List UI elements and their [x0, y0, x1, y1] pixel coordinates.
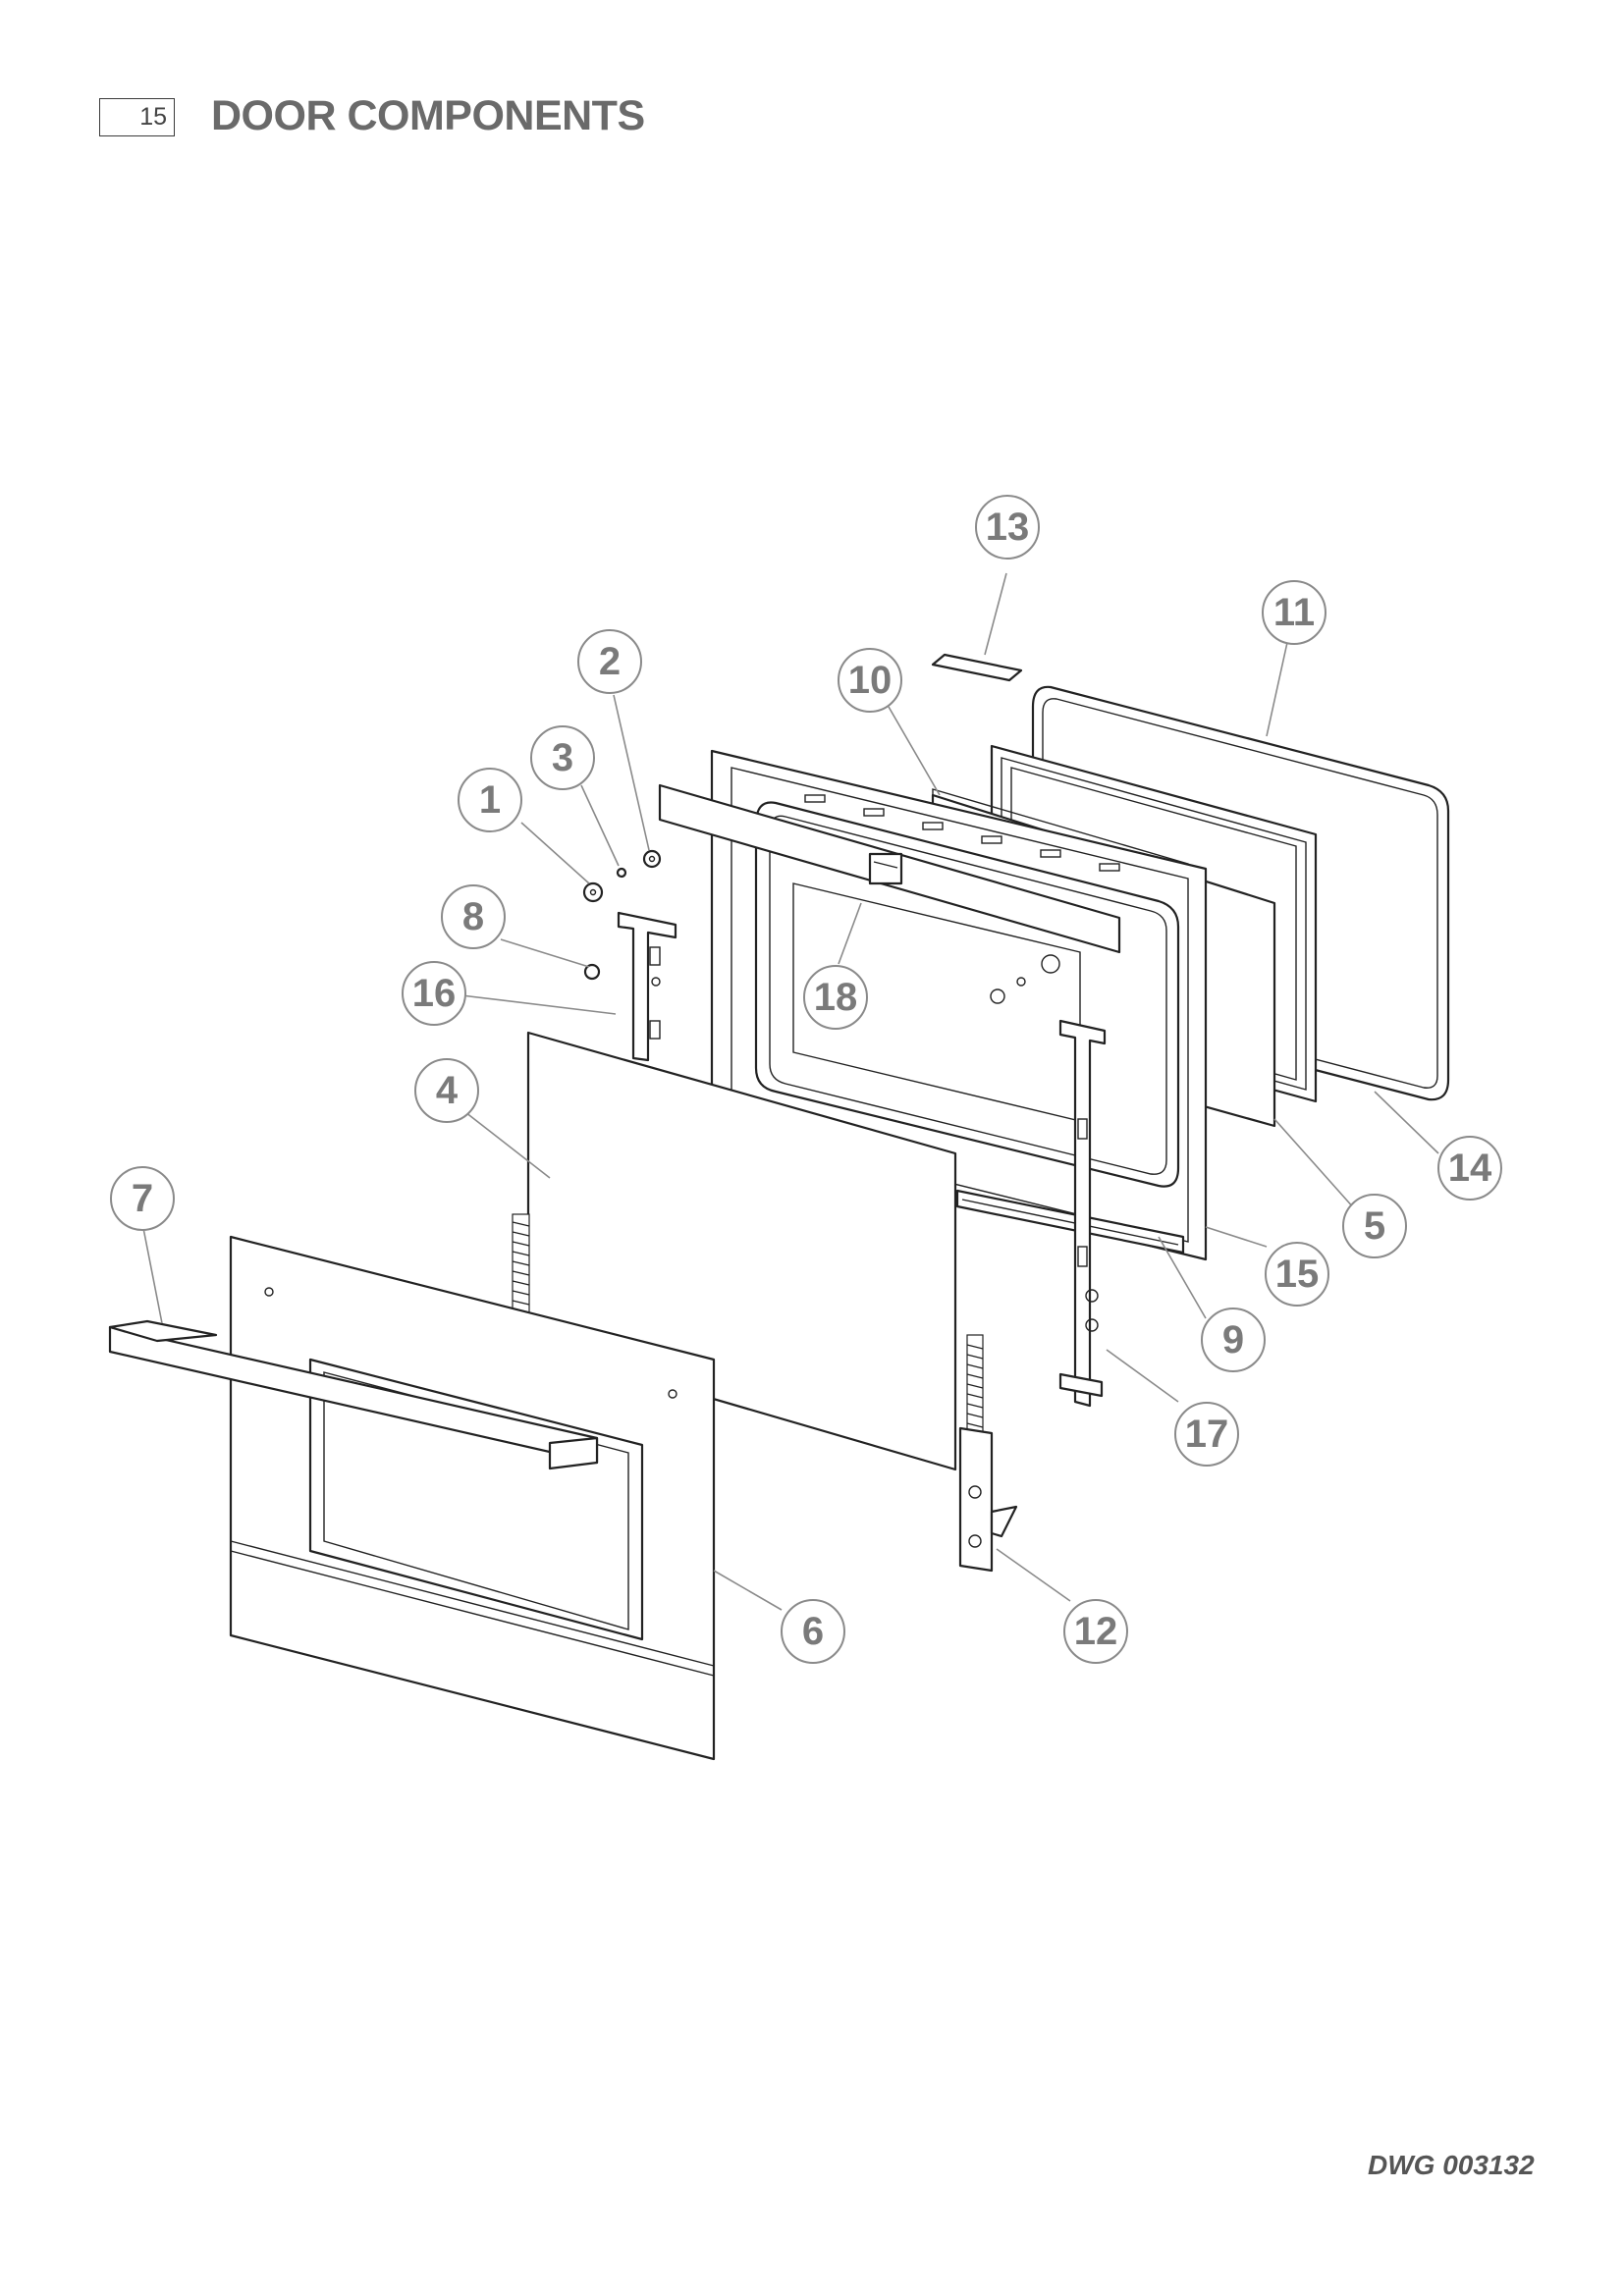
part-12-hinge	[958, 1334, 1018, 1573]
part-18-cross-member	[658, 783, 1121, 954]
svg-text:9: 9	[1222, 1318, 1244, 1362]
callout-5: 5	[1342, 1194, 1407, 1258]
callout-2: 2	[577, 629, 642, 694]
part-1-washer	[582, 881, 604, 903]
part-9-lower-deflector	[955, 1189, 1185, 1255]
svg-text:17: 17	[1185, 1413, 1229, 1456]
callout-13: 13	[975, 495, 1040, 560]
callout-15: 15	[1265, 1242, 1329, 1307]
part-8-plug	[583, 963, 601, 981]
svg-text:14: 14	[1448, 1147, 1492, 1190]
part-7-handle	[108, 1319, 599, 1470]
callout-3: 3	[530, 725, 595, 790]
svg-text:4: 4	[436, 1069, 459, 1112]
part-13-top-vent	[931, 653, 1023, 682]
callout-8: 8	[441, 884, 506, 949]
callout-14: 14	[1437, 1136, 1502, 1201]
page-number: 15	[99, 98, 175, 136]
callout-9: 9	[1201, 1308, 1266, 1372]
callout-12: 12	[1063, 1599, 1128, 1664]
leader-lines	[141, 572, 1439, 1611]
svg-text:10: 10	[848, 659, 893, 702]
callout-16: 16	[402, 961, 466, 1026]
svg-text:11: 11	[1273, 591, 1315, 634]
callout-1: 1	[458, 768, 522, 832]
svg-text:18: 18	[814, 976, 858, 1019]
part-17-right-bracket	[1058, 1019, 1107, 1408]
svg-text:7: 7	[132, 1177, 153, 1220]
callout-17: 17	[1174, 1402, 1239, 1467]
callout-18: 18	[803, 965, 868, 1030]
drawing-number: DWG 003132	[1368, 2150, 1535, 2180]
page-title: DOOR COMPONENTS	[211, 92, 645, 139]
callout-4: 4	[414, 1058, 479, 1123]
callout-11: 11	[1262, 580, 1326, 645]
svg-text:16: 16	[412, 972, 457, 1015]
svg-text:5: 5	[1364, 1204, 1385, 1248]
svg-text:1: 1	[479, 778, 501, 822]
svg-text:8: 8	[462, 895, 484, 938]
svg-text:12: 12	[1074, 1610, 1118, 1653]
svg-text:2: 2	[599, 640, 621, 683]
part-16-left-bracket	[617, 911, 677, 1062]
part-2-washer	[642, 849, 662, 869]
hinge-spring-left	[512, 1213, 530, 1313]
svg-text:13: 13	[986, 506, 1030, 549]
svg-text:15: 15	[1275, 1253, 1320, 1296]
svg-text:3: 3	[552, 736, 573, 779]
callout-7: 7	[110, 1166, 175, 1231]
part-3-screw	[616, 867, 627, 879]
svg-text:6: 6	[802, 1610, 824, 1653]
callout-6: 6	[781, 1599, 845, 1664]
callout-10: 10	[838, 648, 902, 713]
